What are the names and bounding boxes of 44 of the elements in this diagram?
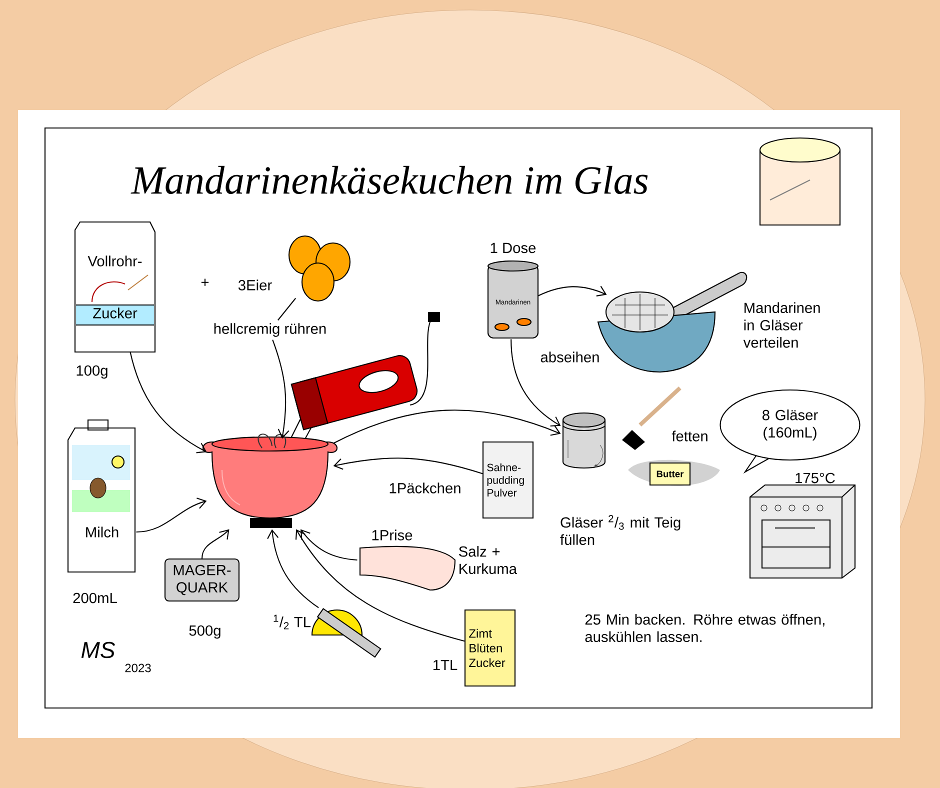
quantity-label: 1Prise [372,530,412,540]
quantity-label: 175°C [796,472,835,484]
arrow [267,529,319,608]
step-text: 25 Min backen. Röhre etwas öffnen, auskühlen lassen. [585,614,824,642]
eggs-drawing [288,235,351,302]
sugar-packet: Zimt Blüten Zucker [464,609,516,687]
step-text: Gläser $^{2}$/$_{3}$ mit Teig füllen [560,515,680,545]
step-text: fetten [672,430,708,442]
arrow [136,498,207,533]
milk-carton: Milch [67,419,136,573]
quantity-label: $^{1}$/$_{2}$ TL [274,614,311,630]
arrow [510,339,561,427]
title: Mandarinenkäsekuchen im Glas [130,166,648,194]
pudding-packet: Sahne- pudding Pulver [482,441,534,519]
signature-year: 2023 [125,664,151,672]
quantity-label: Salz + Kurkuma [459,546,518,574]
speech-bubble: 8 Gläser (160mL) [720,389,860,474]
quantity-label: 1TL [433,660,458,670]
arrow [272,340,290,439]
arrow [201,529,230,559]
quantity-label: 3Eier [238,280,272,290]
quantity-label: 1Päckchen [390,482,460,494]
sugar-bag: Vollrohr- Zucker [74,221,156,353]
jar-drawing [562,412,606,469]
quantity-label: 1 Dose [490,242,536,254]
quark-pack: MAGER- QUARK [164,558,240,602]
quantity-label: 100g [76,365,108,379]
step-text: abseihen [540,352,599,362]
arrow [295,529,465,642]
quantity-label: 200mL [73,592,117,604]
oven-drawing [749,484,856,579]
arrow [333,410,561,444]
step-text: hellcremig rühren [214,323,326,337]
arrow [130,352,207,454]
arrow [333,458,483,474]
hand-drawing [359,546,456,591]
plus-sign: + [201,278,209,286]
signature: MS [81,642,116,658]
butter-block: Butter [628,460,720,486]
arrow [300,529,358,561]
arrow [538,286,607,296]
quantity-label: 500g [189,625,220,639]
mixing-bowl [202,434,338,528]
quantity-label: Mandarinen in Gläser verteilen [743,302,820,348]
